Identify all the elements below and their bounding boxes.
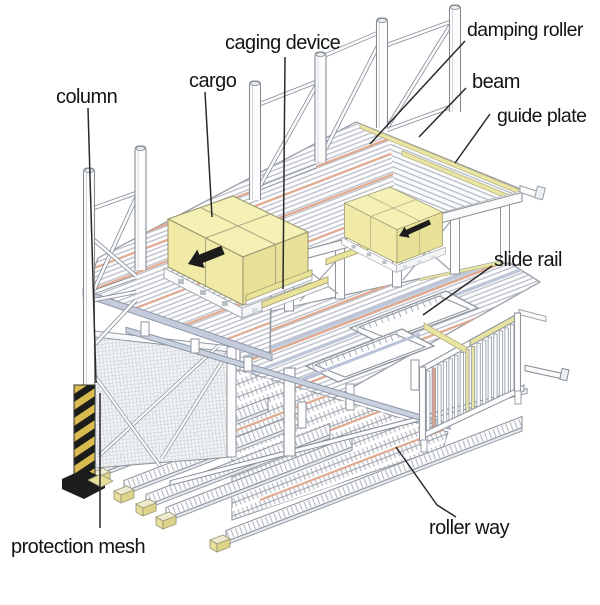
svg-text:cargo: cargo (189, 70, 237, 92)
svg-text:damping roller: damping roller (467, 19, 584, 41)
svg-text:slide rail: slide rail (494, 249, 562, 271)
svg-text:roller way: roller way (429, 517, 510, 539)
svg-text:column: column (56, 86, 117, 108)
svg-text:guide plate: guide plate (497, 105, 586, 127)
svg-text:protection mesh: protection mesh (11, 536, 145, 558)
svg-text:caging device: caging device (225, 32, 341, 54)
svg-text:beam: beam (472, 71, 520, 93)
